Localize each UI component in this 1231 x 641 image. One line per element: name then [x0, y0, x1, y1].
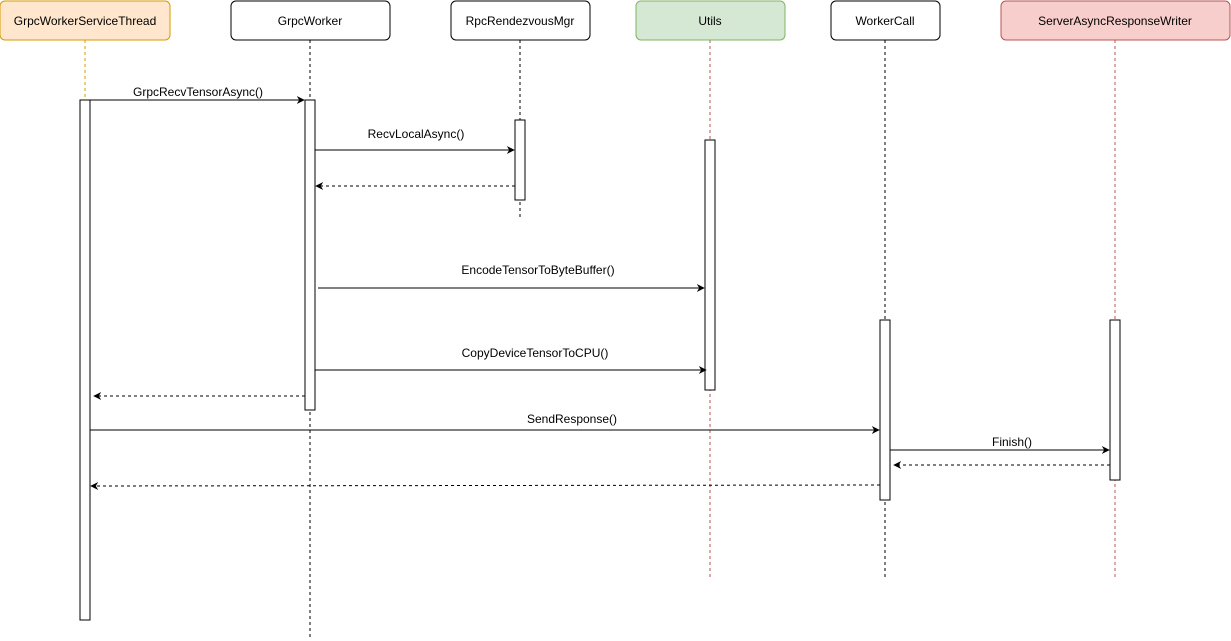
participant-box: [635, 0, 786, 41]
participant-label: WorkerCall: [855, 14, 914, 28]
message-label-grpc-recv-tensor-async: GrpcRecvTensorAsync(): [133, 85, 263, 99]
participant-response-writer[interactable]: ServerAsyncResponseWriter: [1000, 0, 1231, 41]
lifelines: [84, 40, 1116, 638]
activation-utils: [704, 139, 716, 391]
participant-label: Utils: [698, 14, 721, 28]
participant-utils[interactable]: Utils: [635, 0, 786, 41]
message-label-encode-tensor-to-byte-buffer: EncodeTensorToByteBuffer(): [461, 263, 614, 277]
participant-box: [1000, 0, 1231, 41]
participant-box: [0, 0, 171, 41]
participant-label: RpcRendezvousMgr: [466, 14, 575, 28]
activation-grpc-worker: [304, 99, 316, 411]
participant-grpc-worker[interactable]: GrpcWorker: [230, 0, 391, 41]
message-label-copy-device-tensor-to-cpu: CopyDeviceTensorToCPU(): [462, 346, 609, 360]
participant-label: ServerAsyncResponseWriter: [1038, 14, 1192, 28]
activation-bars: [79, 99, 1121, 621]
participant-service-thread[interactable]: GrpcWorkerServiceThread: [0, 0, 171, 41]
messages: [90, 96, 1110, 490]
participant-rendezvous-mgr[interactable]: RpcRendezvousMgr: [450, 0, 591, 41]
participant-worker-call[interactable]: WorkerCall: [830, 0, 941, 41]
participant-label: GrpcWorkerServiceThread: [14, 14, 157, 28]
activation-response-writer: [1109, 319, 1121, 481]
message-label-recv-local-async: RecvLocalAsync(): [368, 127, 465, 141]
participant-headers: GrpcWorkerServiceThread GrpcWorker RpcRe…: [0, 0, 1231, 41]
message-label-finish: Finish(): [992, 435, 1032, 449]
message-label-send-response: SendResponse(): [527, 412, 617, 426]
participant-box: [230, 0, 391, 41]
message-labels: GrpcRecvTensorAsync() RecvLocalAsync() E…: [133, 85, 1032, 449]
participant-box: [450, 0, 591, 41]
participant-label: GrpcWorker: [278, 14, 342, 28]
participant-box: [830, 0, 941, 41]
activation-worker-call: [879, 319, 891, 501]
activation-rendezvous-mgr: [514, 119, 526, 201]
message-arrow-send-response-return: [90, 481, 881, 490]
activation-service-thread: [79, 99, 91, 621]
